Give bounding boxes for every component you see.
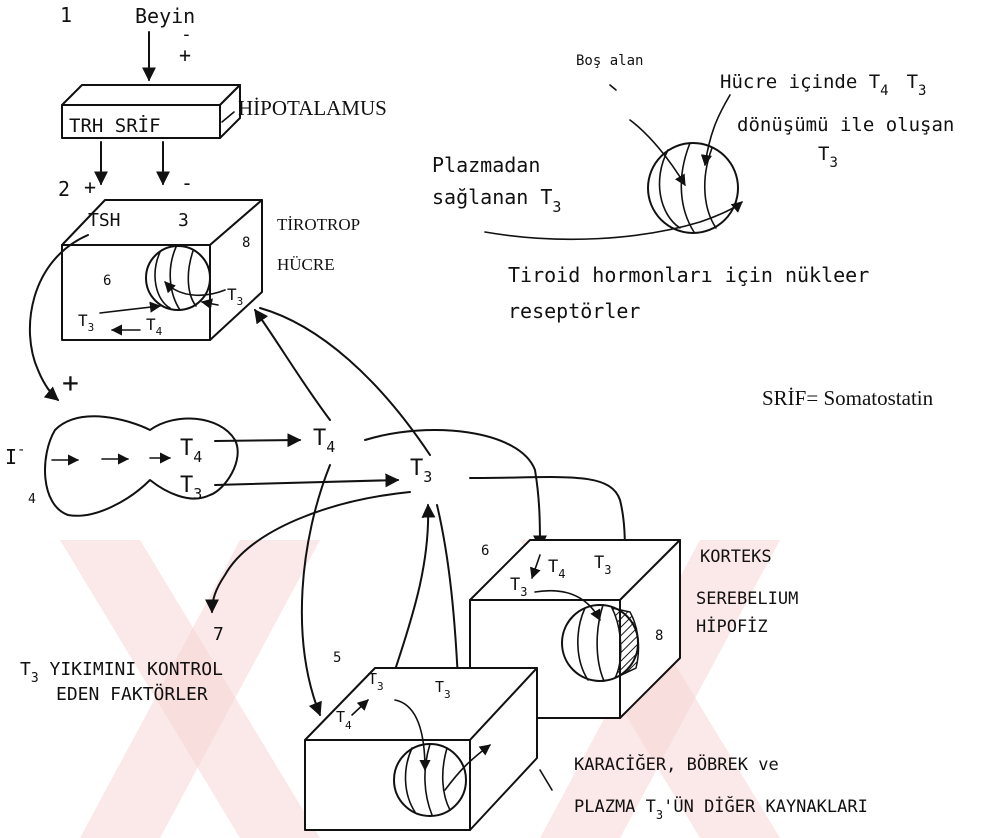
plasma-line-2: sağlanan T3 — [432, 185, 561, 216]
sign-plus-top: + — [179, 43, 191, 67]
empty-space-arrow — [630, 120, 685, 185]
t4-to-thyrotrope-arrow — [255, 310, 330, 420]
converted-t3-arrow — [705, 95, 730, 165]
number-5: 5 — [333, 650, 341, 666]
sign-minus-top: - — [181, 24, 192, 45]
pituitary-label: HİPOFİZ — [696, 616, 768, 637]
number-8-thyrotrope: 8 — [242, 235, 250, 251]
number-7: 7 — [213, 624, 224, 645]
thyrotrope-label-1: TİROTROP — [277, 215, 360, 234]
srif-definition: SRİF= Somatostatin — [762, 386, 934, 410]
empty-space-pointer — [610, 85, 616, 90]
receptors-line-2: reseptörler — [508, 299, 640, 323]
cerebellum-label: SEREBELIUM — [696, 589, 798, 609]
tsh-label: TSH — [88, 210, 121, 231]
t4-to-liver-arrow — [302, 465, 330, 715]
thyroid-gland — [45, 416, 238, 515]
hypothalamus-content: TRH SRİF — [69, 114, 161, 137]
empty-space-label: Boş alan — [576, 53, 643, 69]
liver-cell-block — [305, 668, 537, 830]
conversion-line-2: dönüşümü ile oluşan — [737, 114, 954, 136]
number-3: 3 — [178, 210, 189, 231]
liver-label-pointer — [540, 770, 552, 790]
receptor-nucleus — [648, 143, 738, 233]
sign-minus-2: - — [181, 171, 193, 195]
plasma-line-1: Plazmadan — [432, 153, 540, 177]
circulating-t4: T4 — [313, 426, 335, 456]
circulating-t3: T3 — [410, 456, 432, 486]
iodide-label: I- — [5, 442, 25, 469]
hypothalamus-label: HİPOTALAMUS — [238, 96, 387, 120]
cortex-label: KORTEKS — [700, 547, 772, 567]
gland-t3-release-arrow — [215, 480, 398, 485]
liver-label-1: KARACİĞER, BÖBREK ve — [574, 753, 779, 775]
receptors-line-1: Tiroid hormonları için nükleer — [508, 263, 869, 287]
sign-plus-2: + — [84, 175, 96, 199]
plus-big-sign: + — [62, 366, 79, 399]
step-1-label: 1 — [60, 3, 72, 27]
liver-t3-to-plasma-arrow — [395, 505, 428, 670]
gland-t4: T4 — [180, 436, 202, 466]
number-4: 4 — [28, 492, 36, 507]
degradation-line-2: EDEN FAKTÖRLER — [56, 683, 208, 705]
step-2-label: 2 — [58, 177, 70, 201]
thyrotrope-label-2: HÜCRE — [277, 255, 335, 274]
number-8-cortex: 8 — [655, 628, 663, 644]
number-6-thyrotrope: 6 — [103, 273, 111, 289]
plasma-t3-to-liver-arrow — [437, 505, 458, 680]
gland-t4-release-arrow — [215, 440, 300, 441]
number-6-cortex: 6 — [481, 543, 489, 559]
conversion-line-3: T3 — [818, 143, 838, 171]
t3-to-thyrotrope-arrow — [260, 308, 430, 455]
t4-to-cortex-arrow — [365, 430, 540, 548]
